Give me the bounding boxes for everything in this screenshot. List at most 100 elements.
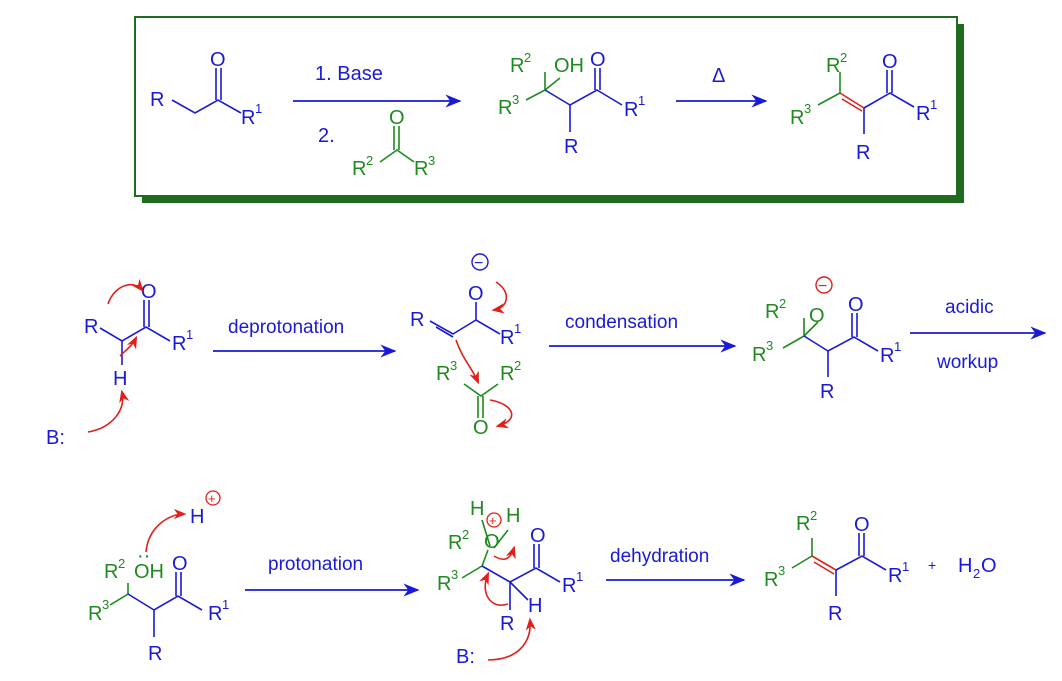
svg-text:2: 2 <box>810 508 817 523</box>
svg-text:dehydration: dehydration <box>610 546 709 567</box>
svg-text:R: R <box>498 97 512 119</box>
svg-text:O: O <box>854 514 870 536</box>
svg-text:3: 3 <box>804 101 811 116</box>
svg-text:H: H <box>958 555 972 577</box>
svg-text:workup: workup <box>936 352 998 373</box>
svg-text:1: 1 <box>902 559 909 574</box>
summary-aldol-product: R 2 OH R 3 O R 1 R <box>498 49 645 158</box>
svg-text:R: R <box>564 136 578 158</box>
svg-text:+: + <box>489 513 497 528</box>
mech-alkoxide: R 2 O − R 3 O R 1 R <box>752 276 901 403</box>
svg-text:R: R <box>500 613 514 635</box>
svg-text:B:: B: <box>456 646 475 668</box>
svg-text:+: + <box>208 491 216 506</box>
acidic-workup-arrow: acidic workup <box>910 297 1047 373</box>
svg-text:O: O <box>468 283 484 305</box>
svg-text:3: 3 <box>766 338 773 353</box>
svg-text:R: R <box>765 301 779 323</box>
svg-text:R: R <box>826 55 840 77</box>
svg-text:O: O <box>530 525 546 547</box>
svg-text:1: 1 <box>930 97 937 112</box>
summary-ketone: R O R 1 <box>150 49 262 129</box>
deprotonation-arrow: deprotonation <box>213 317 397 358</box>
svg-text:R: R <box>448 532 462 554</box>
summary-step-arrow: 1. Base 2. <box>293 63 462 147</box>
condensation-arrow: condensation <box>549 312 737 353</box>
svg-text:O: O <box>172 553 188 575</box>
reagent-step1: 1. Base <box>315 63 383 85</box>
svg-text:R: R <box>436 363 450 385</box>
summary-box <box>134 16 964 203</box>
svg-text:2: 2 <box>779 296 786 311</box>
svg-text:R: R <box>562 575 576 597</box>
svg-text:R: R <box>437 573 451 595</box>
svg-text:1: 1 <box>514 321 521 336</box>
svg-text:3: 3 <box>428 153 435 168</box>
svg-text:O: O <box>809 305 825 327</box>
svg-text:R: R <box>414 158 428 180</box>
dehydration-arrow: dehydration <box>606 546 746 587</box>
svg-text:H: H <box>470 498 484 520</box>
mech-carbonyl-partner: R 3 R 2 O <box>436 358 521 439</box>
svg-text:R: R <box>88 603 102 625</box>
svg-text:O: O <box>484 531 500 553</box>
svg-text:R: R <box>820 381 834 403</box>
plus-sign: + <box>928 557 936 573</box>
svg-text:O: O <box>141 281 157 303</box>
svg-text:O: O <box>848 294 864 316</box>
svg-text:1: 1 <box>894 339 901 354</box>
mech-oxonium-intermediate: R 2 O H H + R 3 O R 1 R H B: <box>437 498 583 668</box>
svg-text:O: O <box>882 51 898 73</box>
svg-text:O: O <box>590 49 606 71</box>
svg-text:H: H <box>528 595 542 617</box>
svg-text:2: 2 <box>366 153 373 168</box>
heat-symbol: Δ <box>712 65 725 87</box>
svg-text:O: O <box>981 555 997 577</box>
svg-text:O: O <box>389 107 405 129</box>
svg-text:R: R <box>796 513 810 535</box>
svg-text:1: 1 <box>255 101 262 116</box>
svg-text:1: 1 <box>222 597 229 612</box>
svg-text:R: R <box>828 603 842 625</box>
svg-text:R: R <box>84 316 98 338</box>
svg-text:R: R <box>500 363 514 385</box>
mech-enolate: R O − R 1 <box>410 253 521 385</box>
svg-text:O: O <box>473 417 489 439</box>
water-byproduct: + H 2 O <box>928 555 997 581</box>
svg-text:OH: OH <box>134 561 164 583</box>
mech-enone-product: R 2 R 3 O R 1 R <box>764 508 909 625</box>
svg-text:R: R <box>764 569 778 591</box>
svg-text:R: R <box>790 107 804 129</box>
svg-text:R: R <box>916 103 930 125</box>
svg-text:R: R <box>856 142 870 164</box>
reagent-step2: 2. <box>318 125 335 147</box>
svg-text:3: 3 <box>450 358 457 373</box>
o-label: O <box>210 49 226 71</box>
svg-text:deprotonation: deprotonation <box>228 317 344 338</box>
svg-text:protonation: protonation <box>268 554 363 575</box>
svg-text:R: R <box>752 344 766 366</box>
svg-text:3: 3 <box>451 567 458 582</box>
protonation-arrow: protonation <box>245 554 420 597</box>
svg-text:2: 2 <box>840 50 847 65</box>
svg-text:3: 3 <box>512 92 519 107</box>
svg-text:R: R <box>500 327 514 349</box>
svg-text:R: R <box>410 309 424 331</box>
svg-text:2: 2 <box>462 527 469 542</box>
summary-enone-product: R 2 R 3 O R 1 R <box>790 50 937 164</box>
svg-text:R: R <box>510 55 524 77</box>
mech-beta-hydroxy-ketone: R 2 OH ·· R 3 O R 1 R H + <box>88 490 229 665</box>
summary-heat-arrow: Δ <box>676 65 768 108</box>
svg-text:−: − <box>474 255 483 272</box>
svg-text:1: 1 <box>576 569 583 584</box>
base-label: B: <box>46 427 65 449</box>
svg-text:2: 2 <box>524 50 531 65</box>
svg-text:H: H <box>113 368 127 390</box>
svg-text:R: R <box>352 158 366 180</box>
r1-label: R <box>241 107 255 129</box>
svg-text:1: 1 <box>638 93 645 108</box>
mech-ketone: R O R 1 H B: <box>46 278 193 449</box>
r-label: R <box>150 89 164 111</box>
svg-text:R: R <box>208 603 222 625</box>
